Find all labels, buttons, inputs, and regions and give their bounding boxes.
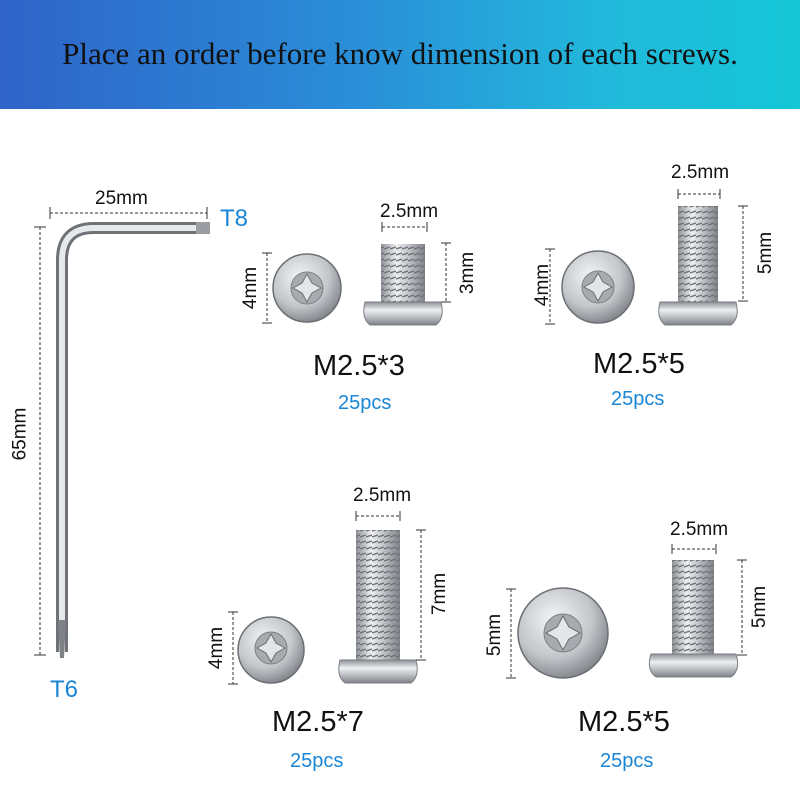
screw1-length-label: 3mm xyxy=(457,251,479,295)
screw3-qty: 25pcs xyxy=(290,750,344,772)
screw-m25x7-side-view xyxy=(338,530,418,684)
screw-m25x3-dimensions xyxy=(262,222,451,324)
screw-m25x5-large-head-view xyxy=(517,587,609,679)
screw4-length-label: 5mm xyxy=(749,585,771,629)
screw-m25x5-side-view xyxy=(658,206,738,326)
screw2-model: M2.5*5 xyxy=(593,348,685,380)
screw-m25x7-dimensions xyxy=(228,511,426,685)
t8-tip-icon xyxy=(196,222,210,234)
screw-m25x5-large-side-view xyxy=(648,560,739,678)
screw-m25x5-large-dimensions xyxy=(506,544,747,679)
screw2-thread-label: 2.5mm xyxy=(671,162,730,183)
screw-m25x5-head-view xyxy=(561,250,635,324)
wrench-width-label: 25mm xyxy=(95,188,148,209)
screw-m25x3-head-view xyxy=(272,253,342,323)
wrench-tip-top-label: T8 xyxy=(220,205,249,232)
screw2-length-label: 5mm xyxy=(755,231,777,275)
screw4-qty: 25pcs xyxy=(600,750,654,772)
screw4-thread-label: 2.5mm xyxy=(670,519,729,540)
screw2-qty: 25pcs xyxy=(611,388,665,410)
screw3-head-label: 4mm xyxy=(206,626,228,670)
screw4-model: M2.5*5 xyxy=(578,706,670,738)
screw3-length-label: 7mm xyxy=(429,572,451,616)
header-banner: Place an order before know dimension of … xyxy=(0,0,800,109)
wrench-tip-bottom-label: T6 xyxy=(50,676,79,703)
screw4-head-label: 5mm xyxy=(484,613,506,657)
screw-m25x5-dimensions xyxy=(545,189,748,325)
wrench-length-dimension xyxy=(34,226,46,656)
screw-m25x3-side-view xyxy=(363,244,443,326)
screw1-qty: 25pcs xyxy=(338,392,392,414)
wrench-length-label: 65mm xyxy=(9,407,31,461)
wrench-width-dimension xyxy=(49,207,208,219)
t6-tip-icon xyxy=(58,620,66,658)
screw1-head-label: 4mm xyxy=(240,266,262,310)
screw1-thread-label: 2.5mm xyxy=(380,201,439,222)
screw3-thread-label: 2.5mm xyxy=(353,485,412,506)
screw3-model: M2.5*7 xyxy=(272,706,364,738)
screw1-model: M2.5*3 xyxy=(313,350,405,382)
screw2-head-label: 4mm xyxy=(532,263,554,307)
torx-l-wrench xyxy=(56,222,210,658)
screw-m25x7-head-view xyxy=(237,616,305,684)
banner-title: Place an order before know dimension of … xyxy=(62,36,738,71)
